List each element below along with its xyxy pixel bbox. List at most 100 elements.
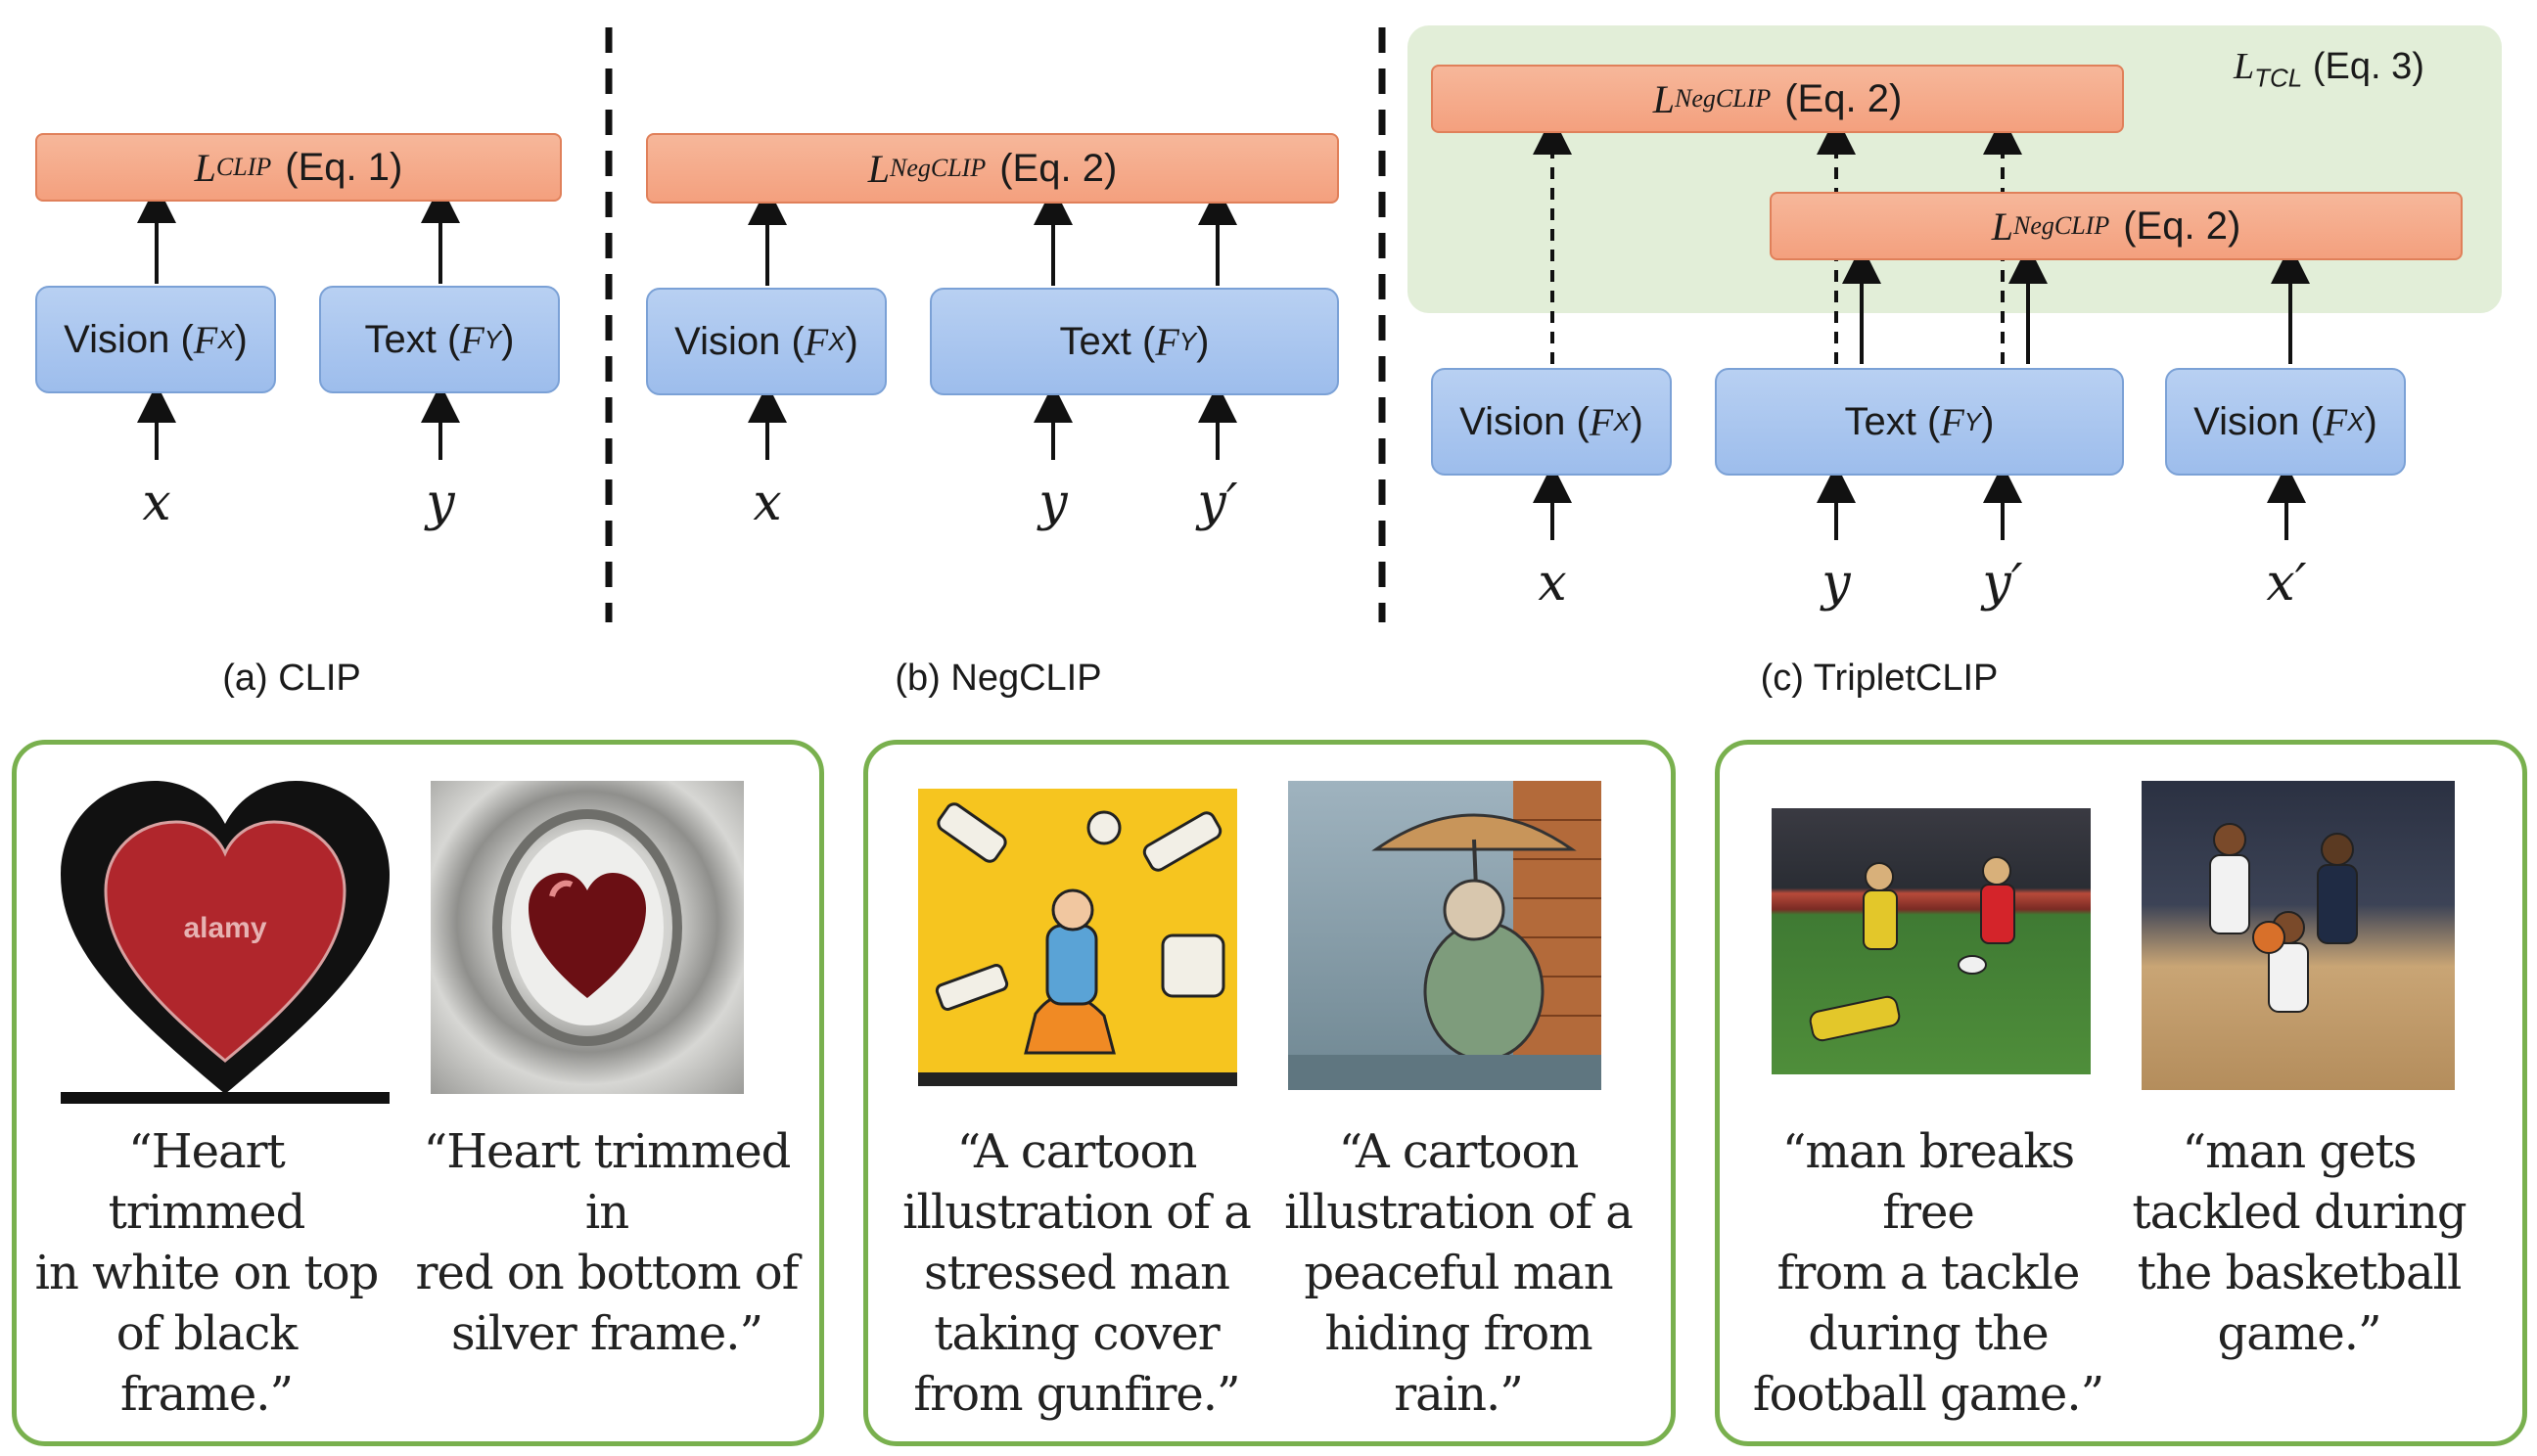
var-x-prime: x′	[2266, 554, 2307, 613]
loss-symbol: L	[194, 145, 216, 190]
example-panel-negclip	[863, 740, 1676, 1446]
loss-subscript: NegCLIP	[889, 154, 987, 182]
quote-line: “A cartoon	[1338, 1124, 1580, 1179]
encoder-close: )	[845, 319, 858, 363]
encoder-symbol: F	[1940, 399, 1964, 444]
loss-subscript: NegCLIP	[2012, 211, 2110, 240]
encoder-close: )	[234, 317, 248, 361]
quote-line: in white on top	[34, 1246, 380, 1300]
encoder-subscript: Y	[1963, 406, 1982, 436]
loss-eq-ref: (Eq. 3)	[2312, 46, 2424, 87]
encoder-symbol: F	[1589, 399, 1614, 444]
encoder-close: )	[1630, 399, 1643, 443]
var-y: y	[1038, 474, 1068, 532]
quote-line: illustration of a	[902, 1185, 1252, 1240]
quote-line: frame.”	[119, 1367, 294, 1422]
quote-line: peaceful man	[1304, 1246, 1613, 1300]
quote-line: “man gets	[2182, 1124, 2418, 1179]
encoder-close: )	[1981, 399, 1995, 443]
quote-line: during the	[1808, 1306, 2049, 1361]
quote-line: tackled during	[2132, 1185, 2467, 1240]
loss-eq-ref: (Eq. 1)	[285, 145, 403, 189]
watermark-text: alamy	[183, 912, 266, 944]
encoder-subscript: Y	[1178, 326, 1197, 356]
encoder-label: Vision (	[2193, 399, 2324, 443]
var-y: y	[1822, 554, 1851, 613]
example-panel-clip	[12, 740, 824, 1446]
silver-frame-heart-image	[431, 781, 744, 1094]
quote-line: “man breaks free	[1781, 1124, 2075, 1240]
caption-clip: (a) CLIP	[222, 658, 361, 699]
black-heart-image: alamy	[61, 781, 390, 1104]
encoder-label: Vision (	[1459, 399, 1590, 443]
caption-quote-a-right: “Heart trimmed in red on bottom of silve…	[411, 1121, 803, 1364]
loss-subscript: CLIP	[215, 153, 272, 181]
loss-symbol: L	[867, 146, 890, 191]
var-y: y	[426, 474, 455, 532]
var-x: x	[142, 474, 171, 532]
encoder-symbol: F	[460, 317, 484, 362]
encoder-symbol: F	[2323, 399, 2348, 444]
caption-quote-b-left: “A cartoon illustration of a stressed ma…	[881, 1121, 1272, 1425]
quote-line: hiding from rain.”	[1324, 1306, 1592, 1422]
encoder-label: Vision (	[64, 317, 194, 361]
loss-symbol: L	[2234, 46, 2255, 87]
quote-line: football game.”	[1752, 1367, 2104, 1422]
encoder-subscript: X	[2347, 406, 2365, 436]
basketball-tackle-image	[2142, 781, 2455, 1090]
var-y-prime: y′	[1197, 474, 1238, 532]
encoder-close: )	[501, 317, 515, 361]
quote-line: stressed man	[924, 1246, 1230, 1300]
loss-tcl-label: LTCL (Eq. 3)	[2234, 45, 2424, 94]
loss-eq-ref: (Eq. 2)	[999, 146, 1118, 190]
loss-subscript: NegCLIP	[1674, 84, 1772, 113]
loss-subscript: TCL	[2254, 63, 2303, 93]
loss-symbol: L	[1652, 76, 1675, 121]
example-panel-tripletclip	[1715, 740, 2527, 1446]
caption-tripletclip: (c) TripletCLIP	[1760, 658, 1999, 699]
encoder-subscript: X	[217, 324, 235, 354]
caption-quote-b-right: “A cartoon illustration of a peaceful ma…	[1263, 1121, 1654, 1425]
rain-man-image	[1288, 781, 1601, 1090]
var-x: x	[1538, 554, 1567, 613]
quote-line: from a tackle	[1776, 1246, 2081, 1300]
encoder-label: Text (	[1059, 319, 1156, 363]
encoder-subscript: X	[828, 326, 846, 356]
football-tackle-image	[1772, 808, 2091, 1074]
caption-quote-a-left: “Heart trimmed in white on top of black …	[23, 1121, 390, 1425]
caption-quote-c-left: “man breaks free from a tackle during th…	[1732, 1121, 2124, 1425]
quote-line: “Heart trimmed in	[423, 1124, 792, 1240]
quote-line: “A cartoon	[956, 1124, 1198, 1179]
quote-line: “Heart trimmed	[108, 1124, 306, 1240]
encoder-label: Text (	[364, 317, 461, 361]
encoder-subscript: X	[1613, 406, 1631, 436]
quote-line: from gunfire.”	[913, 1367, 1240, 1422]
quote-line: of black	[115, 1306, 299, 1361]
encoder-label: Text (	[1844, 399, 1941, 443]
encoder-subscript: Y	[484, 324, 502, 354]
loss-eq-ref: (Eq. 2)	[1784, 76, 1903, 120]
loss-symbol: L	[1991, 204, 2013, 249]
encoder-close: )	[2364, 399, 2377, 443]
quote-line: taking cover	[934, 1306, 1221, 1361]
var-x: x	[753, 474, 782, 532]
quote-line: game.”	[2217, 1306, 2381, 1361]
quote-line: the basketball	[2137, 1246, 2463, 1300]
quote-line: illustration of a	[1284, 1185, 1634, 1240]
quote-line: silver frame.”	[450, 1306, 763, 1361]
stressed-man-image	[918, 789, 1237, 1086]
var-y-prime: y′	[1982, 554, 2023, 613]
encoder-symbol: F	[1155, 319, 1179, 364]
encoder-label: Vision (	[674, 319, 805, 363]
caption-quote-c-right: “man gets tackled during the basketball …	[2108, 1121, 2490, 1364]
